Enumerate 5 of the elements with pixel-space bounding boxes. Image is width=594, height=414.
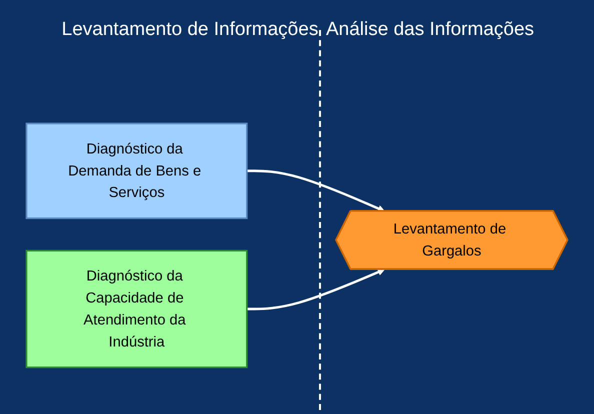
node-box: Diagnóstico da Demanda de Bens e Serviços: [26, 122, 248, 219]
arrow: [246, 169, 385, 212]
column-heading: Levantamento de Informações: [60, 18, 320, 42]
node-box: Diagnóstico da Capacidade de Atendimento da Indústria: [26, 249, 248, 368]
arrow: [246, 268, 385, 310]
